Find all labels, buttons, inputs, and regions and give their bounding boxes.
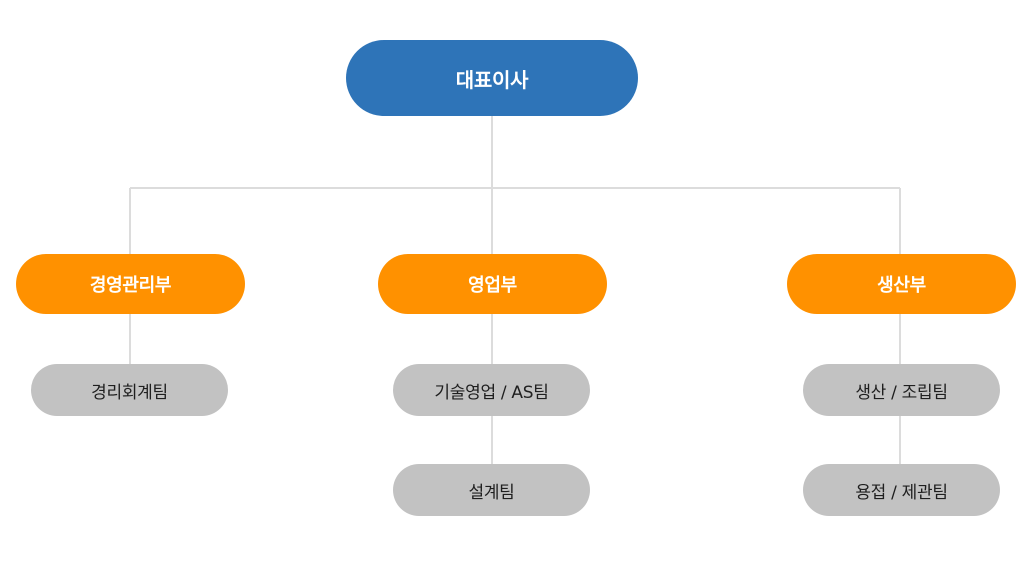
department-sales-node: 영업부: [378, 254, 607, 314]
team-welding-fabrication-label: 용접 / 제관팀: [855, 482, 948, 503]
department-production-node: 생산부: [787, 254, 1016, 314]
ceo-label: 대표이사: [455, 67, 529, 92]
team-design-node: 설계팀: [393, 464, 590, 516]
department-production-label: 생산부: [877, 275, 926, 296]
team-design-label: 설계팀: [468, 482, 515, 503]
ceo-node: 대표이사: [346, 40, 638, 116]
team-tech-sales-as-node: 기술영업 / AS팀: [393, 364, 590, 416]
department-sales-label: 영업부: [468, 275, 517, 296]
team-accounting-node: 경리회계팀: [31, 364, 228, 416]
team-production-assembly-label: 생산 / 조립팀: [855, 382, 948, 403]
department-management-node: 경영관리부: [16, 254, 245, 314]
team-tech-sales-as-label: 기술영업 / AS팀: [434, 382, 549, 403]
team-welding-fabrication-node: 용접 / 제관팀: [803, 464, 1000, 516]
team-production-assembly-node: 생산 / 조립팀: [803, 364, 1000, 416]
department-management-label: 경영관리부: [89, 275, 172, 296]
team-accounting-label: 경리회계팀: [91, 382, 168, 403]
